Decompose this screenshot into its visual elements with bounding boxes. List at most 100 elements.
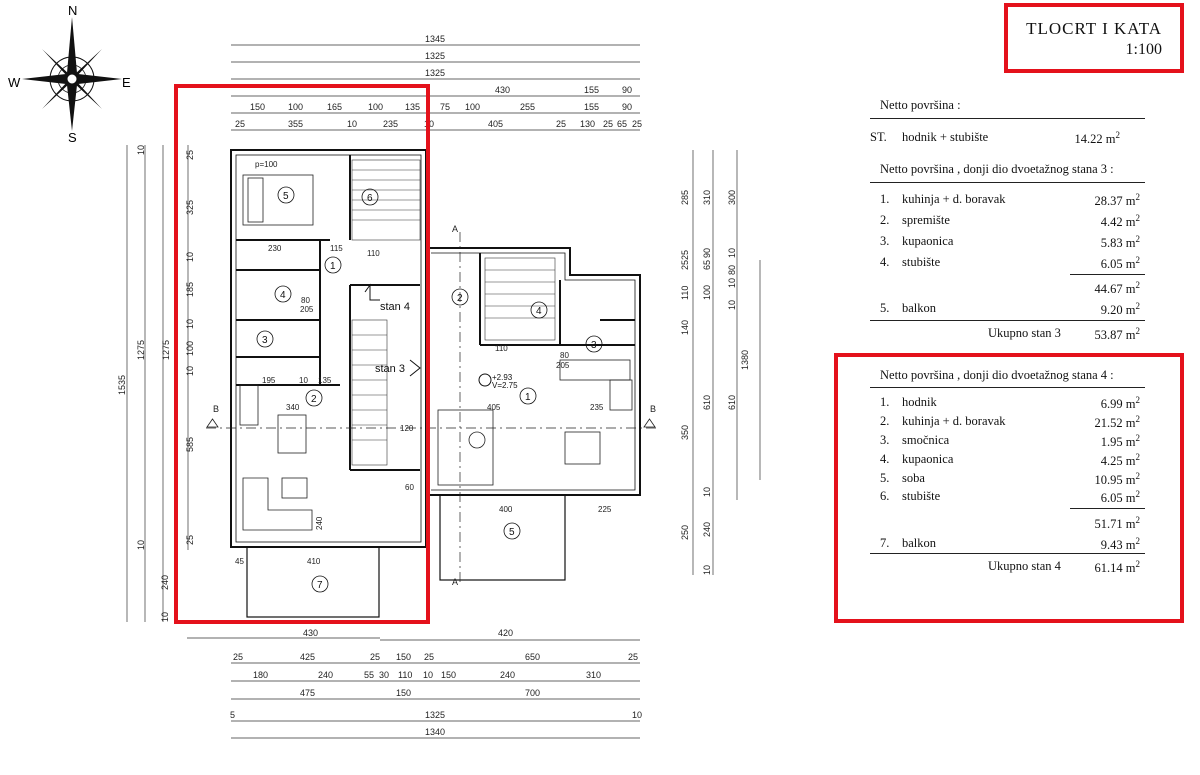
dim-left-12: 10 xyxy=(160,612,170,622)
dim-bottom-15: 150 xyxy=(441,670,456,680)
dim-right-21: 1380 xyxy=(740,350,750,370)
dim-top-26: 25 xyxy=(632,119,642,129)
drawing-title: TLOCRT I KATA xyxy=(1026,19,1162,38)
dim-bottom-11: 55 xyxy=(364,670,374,680)
interior-dim-11: 60 xyxy=(405,483,414,492)
highlight-stan4-table xyxy=(834,353,1184,623)
dim-bottom-20: 700 xyxy=(525,688,540,698)
dims-bottom-labels: 430 420 25 425 25 150 25 650 25 180 240 … xyxy=(230,628,642,737)
dim-right-17: 10 xyxy=(702,487,712,497)
dim-bottom-22: 1325 xyxy=(425,710,445,720)
dim-top-23: 130 xyxy=(580,119,595,129)
room-markers xyxy=(256,186,603,593)
dim-top-25: 65 xyxy=(617,119,627,129)
dim-bottom-12: 30 xyxy=(379,670,389,680)
dim-top-16: 25 xyxy=(235,119,245,129)
dim-bottom-19: 150 xyxy=(396,688,411,698)
dim-right-6: 90 xyxy=(702,248,712,258)
dimension-lines-right xyxy=(692,150,761,575)
dim-right-2: 300 xyxy=(727,190,737,205)
stan4-heading: Netto površina , donji dio dvoetažnog st… xyxy=(880,368,1114,382)
dim-top-6: 150 xyxy=(250,102,265,112)
room-6-stan4: 6 xyxy=(367,193,373,204)
dim-bottom-14: 10 xyxy=(423,670,433,680)
interior-dim-20: 410 xyxy=(307,557,321,566)
dim-right-13: 140 xyxy=(680,320,690,335)
dim-bottom-1: 420 xyxy=(498,628,513,638)
dim-right-9: 10 xyxy=(727,278,737,288)
stan3-row-2: spremište xyxy=(902,213,950,227)
dim-top-0: 1345 xyxy=(425,34,445,44)
table-stubiste: Netto površina : ST. hodnik + stubište 1… xyxy=(870,98,1170,148)
dim-top-12: 100 xyxy=(465,102,480,112)
room-4-stan4: 4 xyxy=(280,290,286,301)
stan4-row-2: kuhinja + d. boravak xyxy=(902,414,1006,428)
walls-stan3 xyxy=(426,247,641,496)
dim-top-10: 135 xyxy=(405,102,420,112)
room-3-stan3: 3 xyxy=(591,340,597,351)
interior-dims: p=100 230 115 110 80 205 195 10 135 340 … xyxy=(235,160,612,566)
dim-left-0: 10 xyxy=(136,145,146,155)
dim-bottom-16: 240 xyxy=(500,670,515,680)
room-5-stan4: 5 xyxy=(283,191,289,202)
room-2-stan3: 2 xyxy=(457,293,463,304)
dim-right-8: 80 xyxy=(727,265,737,275)
dim-bottom-5: 150 xyxy=(396,652,411,662)
dim-right-15: 610 xyxy=(727,395,737,410)
stairs xyxy=(351,159,556,466)
room-1-stan3: 1 xyxy=(525,392,531,403)
room-4-stan3: 4 xyxy=(536,306,542,317)
stan3-total: 53.87 xyxy=(1094,328,1123,343)
dim-left-8: 585 xyxy=(185,437,195,452)
room-number-labels: 5 1 4 3 2 6 7 1 2 3 4 5 xyxy=(262,191,597,591)
dim-bottom-3: 425 xyxy=(300,652,315,662)
stan4-balkon: balkon xyxy=(902,536,937,550)
dim-bottom-13: 110 xyxy=(398,670,412,680)
compass-n: N xyxy=(68,3,77,18)
dim-bottom-18: 475 xyxy=(300,688,315,698)
compass-rose-icon: N S E W xyxy=(8,3,131,145)
dim-bottom-7: 650 xyxy=(525,652,540,662)
interior-dim-6: 195 xyxy=(262,376,276,385)
interior-dim-0: p=100 xyxy=(255,160,278,169)
interior-dim-7: 10 xyxy=(299,376,308,385)
dim-top-17: 355 xyxy=(288,119,303,129)
dim-right-11: 100 xyxy=(702,285,712,300)
dim-left-15: 1535 xyxy=(117,375,127,395)
stan4-total: 61.14 xyxy=(1094,561,1123,576)
interior-dim-14: 235 xyxy=(590,403,604,412)
dim-right-5: 25 xyxy=(680,250,690,260)
dim-bottom-9: 180 xyxy=(253,670,268,680)
dim-top-1: 1325 xyxy=(425,51,445,61)
level-plus: +2.93 xyxy=(492,373,513,382)
compass-e: E xyxy=(122,75,131,90)
interior-dim-13: 405 xyxy=(487,403,501,412)
table-stan3: Netto površina , donji dio dvoetažnog st… xyxy=(870,162,1170,342)
interior-dim-4: 80 xyxy=(301,296,310,305)
dims-right-labels: 285 310 300 25 65 25 90 10 80 10 110 100… xyxy=(680,190,750,575)
stan4-row-3: smočnica xyxy=(902,433,950,447)
dim-right-10: 110 xyxy=(680,286,690,300)
dim-bottom-21: 5 xyxy=(230,710,235,720)
stan3-total-label: Ukupno stan 3 xyxy=(988,326,1061,340)
dim-right-3: 25 xyxy=(680,260,690,270)
dim-right-20: 10 xyxy=(702,565,712,575)
interior-dim-10: 120 xyxy=(400,424,414,433)
stan4-total-label: Ukupno stan 4 xyxy=(988,559,1061,573)
stan4-arrow-icon xyxy=(364,283,380,301)
dim-right-12: 10 xyxy=(727,300,737,310)
section-b-right: B xyxy=(650,404,656,414)
room-5-stan3: 5 xyxy=(509,527,515,538)
drawing-scale: 1:100 xyxy=(1125,41,1162,58)
dim-left-13: 1275 xyxy=(136,340,146,360)
dim-left-4: 185 xyxy=(185,282,195,297)
dim-left-5: 10 xyxy=(185,319,195,329)
dim-right-4: 65 xyxy=(702,260,712,270)
dim-top-3: 430 xyxy=(495,85,510,95)
dim-top-11: 75 xyxy=(440,102,450,112)
dims-left-labels: 10 25 325 10 185 10 100 10 585 10 25 240… xyxy=(117,145,195,622)
furniture xyxy=(239,174,633,531)
interior-dim-17: 400 xyxy=(499,505,513,514)
dim-left-2: 325 xyxy=(185,200,195,215)
dim-bottom-0: 430 xyxy=(303,628,318,638)
